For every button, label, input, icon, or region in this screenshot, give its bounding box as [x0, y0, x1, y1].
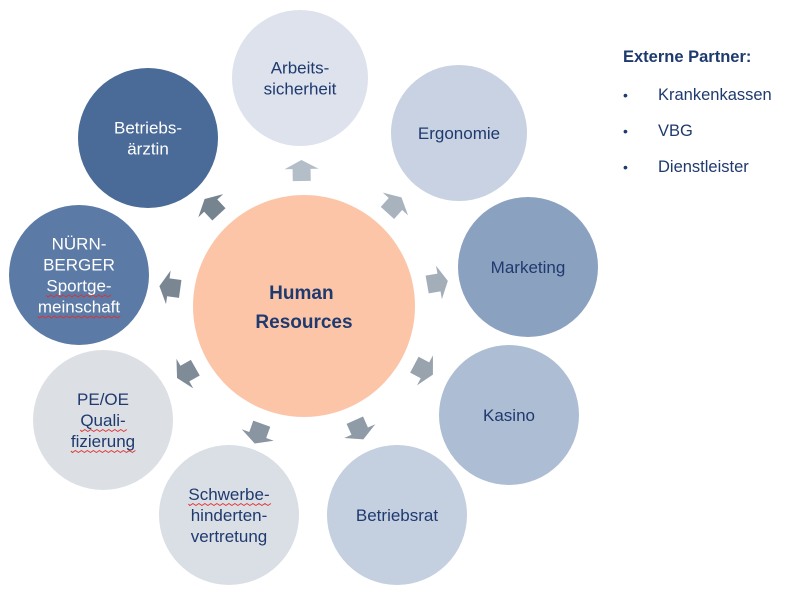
node-circle [232, 10, 368, 146]
center-node: Human Resources [193, 195, 415, 417]
node-kasino: Kasino [439, 345, 579, 485]
node-circle [78, 68, 218, 208]
arrow-icon [380, 192, 409, 219]
node-label-line: sicherheit [264, 80, 337, 99]
nodes-layer: Arbeits-sicherheitErgonomieMarketingKasi… [9, 10, 598, 585]
node-label-line: Kasino [483, 406, 535, 425]
node-label-line: Sportge- [46, 277, 111, 296]
arrow-shape [176, 358, 200, 389]
node-circle [458, 197, 598, 337]
arrow-icon [241, 420, 274, 444]
node-circle [9, 205, 149, 345]
node-label-line: NÜRN- [52, 235, 107, 254]
center-label-line: Human [269, 283, 333, 304]
spellcheck-underline [188, 502, 272, 507]
arrows-layer [159, 160, 448, 444]
node-schwerbehindertenvertretung: Schwerbe-hinderten-vertretung [159, 445, 299, 585]
node-label-line: ärztin [127, 140, 169, 159]
node-label: Marketing [491, 258, 566, 277]
node-nuernberger-sportgemeinschaft: NÜRN- BERGER Sportge-meinschaft [9, 205, 149, 345]
node-label-line: hinderten- [191, 506, 268, 525]
node-circle [159, 445, 299, 585]
arrow-icon [425, 265, 448, 300]
arrow-icon [198, 194, 226, 221]
node-label-line: vertretung [191, 527, 268, 546]
node-label: Betriebs-ärztin [114, 119, 182, 159]
node-label-line: Schwerbe- [188, 485, 269, 504]
node-label: Ergonomie [418, 124, 500, 143]
center-label-line: Resources [255, 312, 352, 333]
node-label-line: PE/OE [77, 390, 129, 409]
arrow-shape [241, 420, 274, 444]
node-label-line: Marketing [491, 258, 566, 277]
bullet-icon: • [623, 87, 628, 103]
center-label: Human Resources [255, 283, 352, 333]
node-label-line: Quali- [80, 411, 125, 430]
bullet-icon: • [623, 159, 628, 175]
node-label-line: Arbeits- [271, 59, 330, 78]
arrow-icon [284, 160, 319, 182]
node-pe-oe-qualifizierung: PE/OE Quali-fizierung [33, 350, 173, 490]
arrow-shape [344, 416, 376, 440]
node-circle [327, 445, 467, 585]
node-label: PE/OE Quali-fizierung [71, 390, 135, 451]
node-label-line: fizierung [71, 432, 135, 451]
bullet-icon: • [623, 123, 628, 139]
external-partners-title: Externe Partner: [623, 48, 752, 66]
node-marketing: Marketing [458, 197, 598, 337]
partner-item: • Krankenkassen [623, 77, 772, 113]
node-circle [33, 350, 173, 490]
arrow-shape [425, 265, 448, 300]
external-partners-panel: Externe Partner: • Krankenkassen • VBG •… [623, 48, 772, 185]
node-circle [439, 345, 579, 485]
spellcheck-underline [79, 428, 128, 433]
node-label-line: BERGER [43, 256, 115, 275]
node-label-line: Betriebs- [114, 119, 182, 138]
partner-label: Dienstleister [658, 157, 749, 176]
node-label: Betriebsrat [356, 506, 438, 525]
node-label: NÜRN- BERGER Sportge-meinschaft [38, 235, 120, 317]
arrow-shape [159, 270, 182, 305]
arrow-shape [410, 355, 433, 386]
center-circle [193, 195, 415, 417]
node-label: Kasino [483, 406, 535, 425]
node-circle [391, 65, 527, 201]
spellcheck-underline [70, 449, 136, 454]
arrow-shape [284, 160, 319, 182]
node-label: Arbeits-sicherheit [264, 59, 337, 99]
spellcheck-underline [37, 315, 121, 319]
node-ergonomie: Ergonomie [391, 65, 527, 201]
node-betriebsrat: Betriebsrat [327, 445, 467, 585]
arrow-shape [380, 192, 409, 219]
arrow-icon [176, 358, 200, 389]
node-label-line: meinschaft [38, 298, 120, 317]
partner-item: • VBG [623, 113, 772, 149]
node-label-line: Betriebsrat [356, 506, 438, 525]
partner-label: Krankenkassen [658, 85, 772, 104]
partner-label: VBG [658, 121, 693, 140]
arrow-icon [159, 270, 182, 305]
node-betriebsaerztin: Betriebs-ärztin [78, 68, 218, 208]
arrow-shape [198, 194, 226, 221]
partner-item: • Dienstleister [623, 149, 772, 185]
node-label-line: Ergonomie [418, 124, 500, 143]
spellcheck-underline [46, 294, 112, 298]
arrow-icon [344, 416, 376, 440]
node-label: Schwerbe-hinderten-vertretung [188, 485, 269, 546]
arrow-icon [410, 355, 433, 386]
node-arbeitssicherheit: Arbeits-sicherheit [232, 10, 368, 146]
